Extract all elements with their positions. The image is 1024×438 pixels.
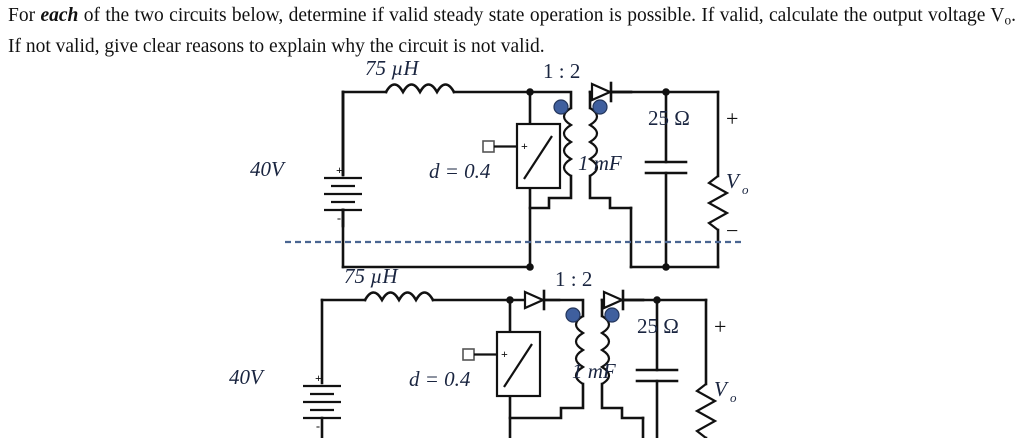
circuit-diagrams: + - 40V	[0, 58, 1024, 438]
turns-ratio-label-bottom: 1 : 2	[555, 267, 592, 291]
resistor-label-bottom: 25 Ω	[637, 314, 679, 338]
switch-top: + d = 0.4	[429, 122, 562, 190]
output-minus-top: −	[726, 218, 738, 243]
switch-gate-terminal-top	[482, 140, 495, 153]
prompt-emphasis-each: each	[40, 5, 79, 26]
voltage-source-bottom: + - 40V	[229, 298, 341, 433]
diode-triangle-top	[590, 82, 613, 102]
output-voltage-top: + V o −	[726, 106, 749, 243]
prompt-subscript-o: o	[1004, 12, 1012, 28]
resistor-zigzag-top	[706, 175, 730, 231]
output-voltage-bottom: + V o −	[714, 314, 737, 438]
wire-top-secondary-bottom-lead	[588, 174, 633, 210]
node-top-switch-lower	[526, 263, 534, 271]
source-plus-sign-top: +	[336, 163, 343, 177]
duty-label-bottom: d = 0.4	[409, 367, 471, 391]
source-plus-sign-bottom: +	[315, 371, 322, 385]
source-minus-sign-bottom: -	[316, 419, 320, 433]
inductor-bottom: 75 µH	[344, 264, 435, 303]
wire-bottom-primary-top-lead	[542, 298, 585, 318]
prompt-segment-3: calculate the output voltage V	[768, 5, 1005, 26]
diode-primary-triangle-bottom	[523, 290, 546, 310]
voltage-source-top: + - 40V	[250, 90, 362, 225]
wire-bottom-secondary-bottom-lead	[600, 382, 645, 420]
transformer-secondary-winding-top	[587, 107, 599, 177]
wire-top-primary-top-lead	[528, 90, 573, 110]
capacitor-label-bottom: 1 mF	[572, 359, 616, 383]
duty-label-top: d = 0.4	[429, 159, 491, 183]
output-minus-bottom: −	[714, 426, 726, 438]
output-label-bottom: V	[714, 377, 729, 401]
question-prompt: For each of the two circuits below, dete…	[8, 2, 1016, 60]
inductor-label-bottom: 75 µH	[344, 264, 399, 288]
switch-gate-sign-bottom: +	[501, 347, 508, 361]
capacitor-top: 1 mF	[578, 88, 688, 271]
wire-bottom-primary-bottom-lead	[508, 382, 585, 420]
transformer-primary-winding-top	[562, 107, 574, 177]
inductor-label-top: 75 µH	[365, 58, 420, 80]
dot-mark-primary-bottom	[565, 307, 581, 323]
transformer-primary-winding-bottom	[574, 315, 586, 385]
circuit-top: + - 40V	[250, 58, 749, 271]
wire-top-primary-bottom-lead	[528, 174, 573, 210]
load-resistor-top: 25 Ω	[648, 90, 730, 269]
source-label-bottom: 40V	[229, 365, 265, 389]
diode-secondary-bottom	[600, 289, 659, 311]
prompt-segment-1: For	[8, 5, 41, 26]
capacitor-label-top: 1 mF	[578, 151, 622, 175]
prompt-segment-2: of the two circuits below, determine if …	[78, 5, 764, 26]
diode-triangle-bottom	[602, 290, 625, 310]
dot-mark-secondary-bottom	[604, 307, 620, 323]
output-sub-top: o	[742, 182, 749, 197]
output-plus-top: +	[726, 106, 738, 131]
circuit-bottom: + - 40V 75 µH + d = 0.4	[229, 264, 737, 438]
switch-gate-terminal-bottom	[462, 348, 475, 361]
switch-gate-sign-top: +	[521, 139, 528, 153]
switch-blade-bottom	[503, 343, 533, 388]
resistor-label-top: 25 Ω	[648, 106, 690, 130]
diode-secondary-top	[588, 81, 668, 103]
dot-mark-secondary-top	[592, 99, 608, 115]
output-sub-bottom: o	[730, 390, 737, 405]
load-resistor-bottom: 25 Ω	[637, 298, 718, 438]
output-plus-bottom: +	[714, 314, 726, 339]
switch-bottom: + d = 0.4	[409, 330, 542, 398]
switch-blade-top	[523, 135, 553, 180]
source-minus-sign-top: -	[337, 211, 341, 225]
dot-mark-primary-top	[553, 99, 569, 115]
turns-ratio-label-top: 1 : 2	[543, 59, 580, 83]
source-label-top: 40V	[250, 157, 286, 181]
inductor-top: 75 µH	[365, 58, 456, 95]
capacitor-bottom: 1 mF	[572, 296, 679, 438]
resistor-zigzag-bottom	[694, 383, 718, 438]
transformer-secondary-winding-bottom	[599, 315, 611, 385]
output-label-top: V	[726, 169, 741, 193]
prompt-segment-4: . If not valid, give clear reasons to ex…	[8, 5, 1017, 58]
